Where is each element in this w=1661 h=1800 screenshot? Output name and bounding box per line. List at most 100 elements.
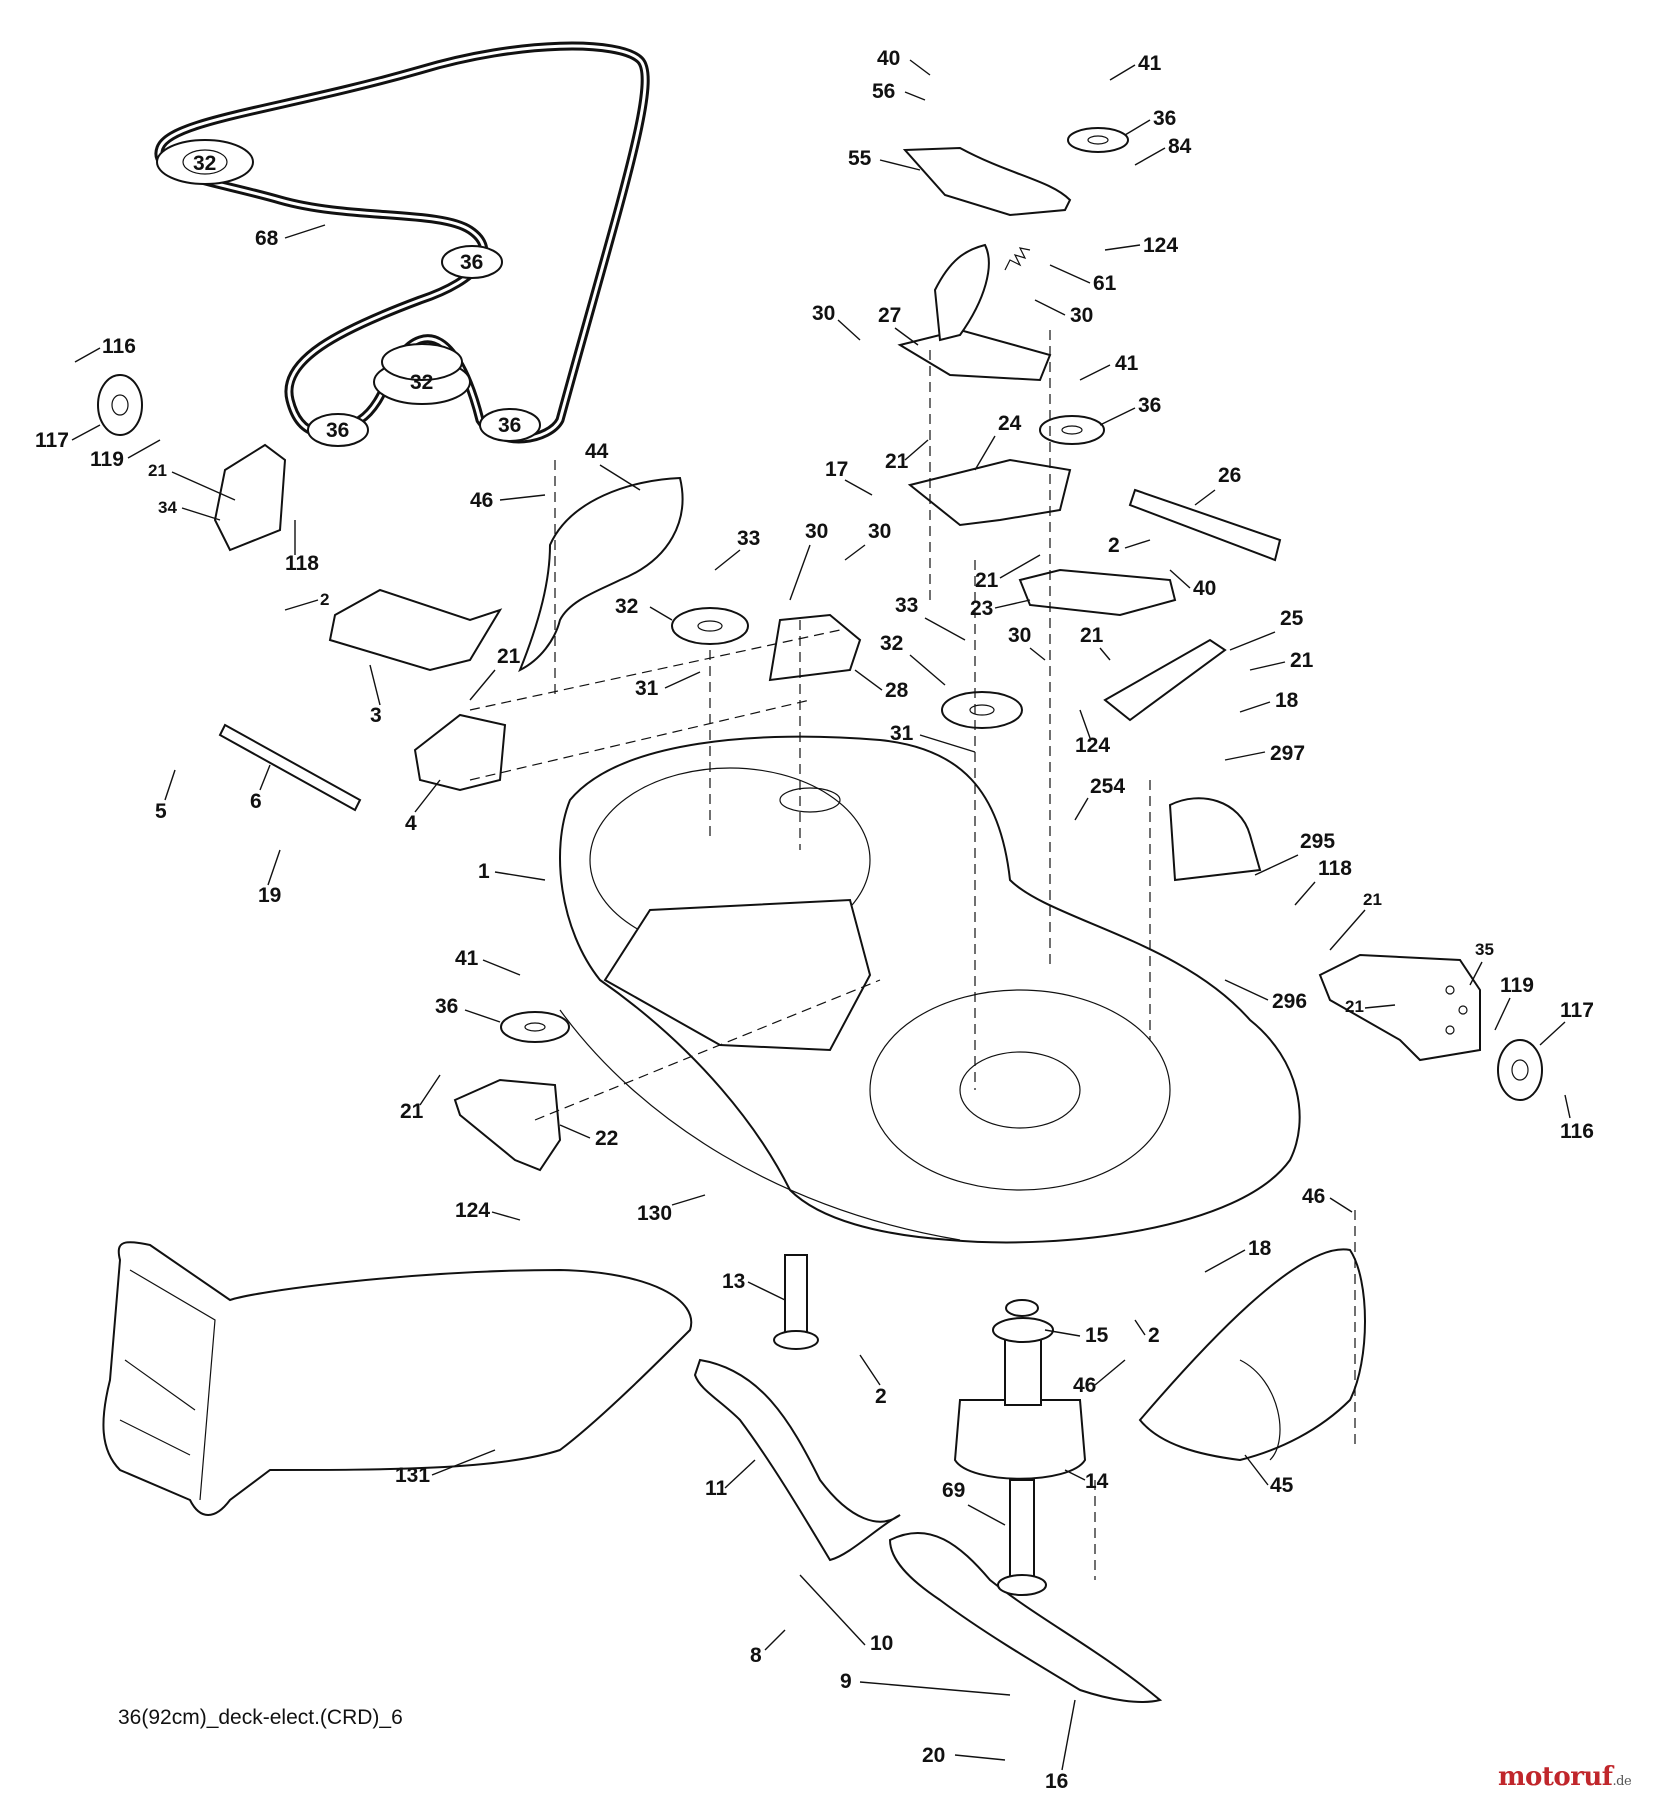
bracket-55 xyxy=(902,146,1072,217)
callout-24: 24 xyxy=(998,412,1022,435)
brand-logo: motoruf.de xyxy=(1498,1762,1632,1792)
callout-21-h: 21 xyxy=(1345,997,1364,1016)
callout-36-d: 36 xyxy=(1153,107,1176,130)
callout-44: 44 xyxy=(585,440,609,463)
diagram-caption: 36(92cm)_deck-elect.(CRD)_6 xyxy=(118,1706,403,1729)
callout-11: 11 xyxy=(705,1477,728,1500)
callout-116-b: 116 xyxy=(1560,1120,1594,1143)
callout-20: 20 xyxy=(922,1744,945,1767)
bracket-35 xyxy=(1318,953,1481,1062)
belt-pulley-36-right xyxy=(479,408,541,442)
callout-2-b: 2 xyxy=(1108,534,1120,557)
pulley-36-mid-right xyxy=(1039,415,1105,445)
callout-41-b: 41 xyxy=(1115,352,1139,375)
callout-21-g: 21 xyxy=(1363,890,1382,909)
callout-30-c: 30 xyxy=(812,302,835,325)
blade-left xyxy=(693,1358,901,1562)
callout-9: 9 xyxy=(840,1670,852,1693)
callout-55: 55 xyxy=(848,147,872,170)
bracket-22 xyxy=(453,1078,562,1172)
wheel-117-right xyxy=(1497,1039,1543,1101)
belt-pulley-36-upper xyxy=(441,245,503,279)
callout-23: 23 xyxy=(970,597,993,620)
idler-arm-27 xyxy=(897,243,1052,382)
callout-21-b: 21 xyxy=(497,645,521,668)
callout-10: 10 xyxy=(870,1632,893,1655)
callout-16: 16 xyxy=(1045,1770,1068,1793)
callout-30-e: 30 xyxy=(1008,624,1031,647)
deflector-44 xyxy=(518,476,684,673)
callout-45: 45 xyxy=(1270,1474,1294,1497)
callout-26: 26 xyxy=(1218,464,1241,487)
callout-33-a: 33 xyxy=(737,527,760,550)
arm-25 xyxy=(1103,638,1227,722)
pulley-36-top-right xyxy=(1067,127,1129,153)
callout-1: 1 xyxy=(478,860,490,883)
bracket-26 xyxy=(1128,488,1282,562)
mower-deck xyxy=(559,735,1301,1244)
callout-295: 295 xyxy=(1300,830,1335,853)
callout-13: 13 xyxy=(722,1270,745,1293)
callout-22: 22 xyxy=(595,1127,618,1150)
callout-30-b: 30 xyxy=(868,520,891,543)
callout-2-c: 2 xyxy=(1148,1324,1160,1347)
callout-31-a: 31 xyxy=(635,677,659,700)
wheel-117-left xyxy=(97,374,143,436)
callout-15: 15 xyxy=(1085,1324,1109,1347)
callout-6: 6 xyxy=(250,790,262,813)
callout-3: 3 xyxy=(370,704,382,727)
callout-46-a: 46 xyxy=(470,489,493,512)
callout-35: 35 xyxy=(1475,940,1494,959)
bracket-34 xyxy=(213,443,287,552)
callout-117-b: 117 xyxy=(1560,999,1594,1022)
callout-41-a: 41 xyxy=(1138,52,1162,75)
callout-61: 61 xyxy=(1093,272,1117,295)
callout-118-a: 118 xyxy=(285,552,319,575)
grass-chute xyxy=(102,1241,693,1516)
callout-297: 297 xyxy=(1270,742,1305,765)
bracket-4 xyxy=(413,713,507,792)
callout-118-b: 118 xyxy=(1318,857,1352,880)
callout-117-a: 117 xyxy=(35,429,69,452)
callout-124-b: 124 xyxy=(1075,734,1110,757)
callout-32-a: 32 xyxy=(193,152,216,175)
callout-130: 130 xyxy=(637,1202,672,1225)
callout-41-c: 41 xyxy=(455,947,479,970)
callout-27: 27 xyxy=(878,304,901,327)
bracket-28 xyxy=(768,613,862,682)
callout-40-a: 40 xyxy=(877,47,900,70)
callout-36-b: 36 xyxy=(326,419,349,442)
callout-30-d: 30 xyxy=(1070,304,1093,327)
callout-33-b: 33 xyxy=(895,594,918,617)
callout-36-c: 36 xyxy=(498,414,521,437)
callout-36-a: 36 xyxy=(460,251,483,274)
callout-5: 5 xyxy=(155,800,167,823)
callout-4: 4 xyxy=(405,812,417,835)
callout-25: 25 xyxy=(1280,607,1304,630)
callout-119-a: 119 xyxy=(90,448,124,471)
callout-46-c: 46 xyxy=(1073,1374,1096,1397)
callout-21-c: 21 xyxy=(885,450,909,473)
brand-logo-suffix: .de xyxy=(1612,1774,1632,1789)
callout-84: 84 xyxy=(1168,135,1192,158)
callout-18-a: 18 xyxy=(1275,689,1299,712)
callout-21-e: 21 xyxy=(1080,624,1104,647)
callout-68: 68 xyxy=(255,227,279,250)
callouts: 1 68 32 36 32 36 36 116 117 119 21 34 11… xyxy=(35,47,1594,1793)
callout-32-c: 32 xyxy=(615,595,638,618)
plate-23 xyxy=(1018,568,1177,617)
spring-61 xyxy=(1004,247,1031,271)
pulley-36-lower-left xyxy=(500,1011,570,1043)
callout-8: 8 xyxy=(750,1644,762,1667)
pulley-33-right xyxy=(941,691,1023,729)
rod-6 xyxy=(218,723,362,812)
callout-34: 34 xyxy=(158,498,177,517)
spindle-shaft-69 xyxy=(997,1479,1047,1596)
pulley-33-left xyxy=(671,607,749,645)
callout-14: 14 xyxy=(1085,1470,1109,1493)
callout-131: 131 xyxy=(395,1464,430,1487)
callout-46-b: 46 xyxy=(1302,1185,1325,1208)
callout-40-b: 40 xyxy=(1193,577,1216,600)
callout-116-a: 116 xyxy=(102,335,136,358)
